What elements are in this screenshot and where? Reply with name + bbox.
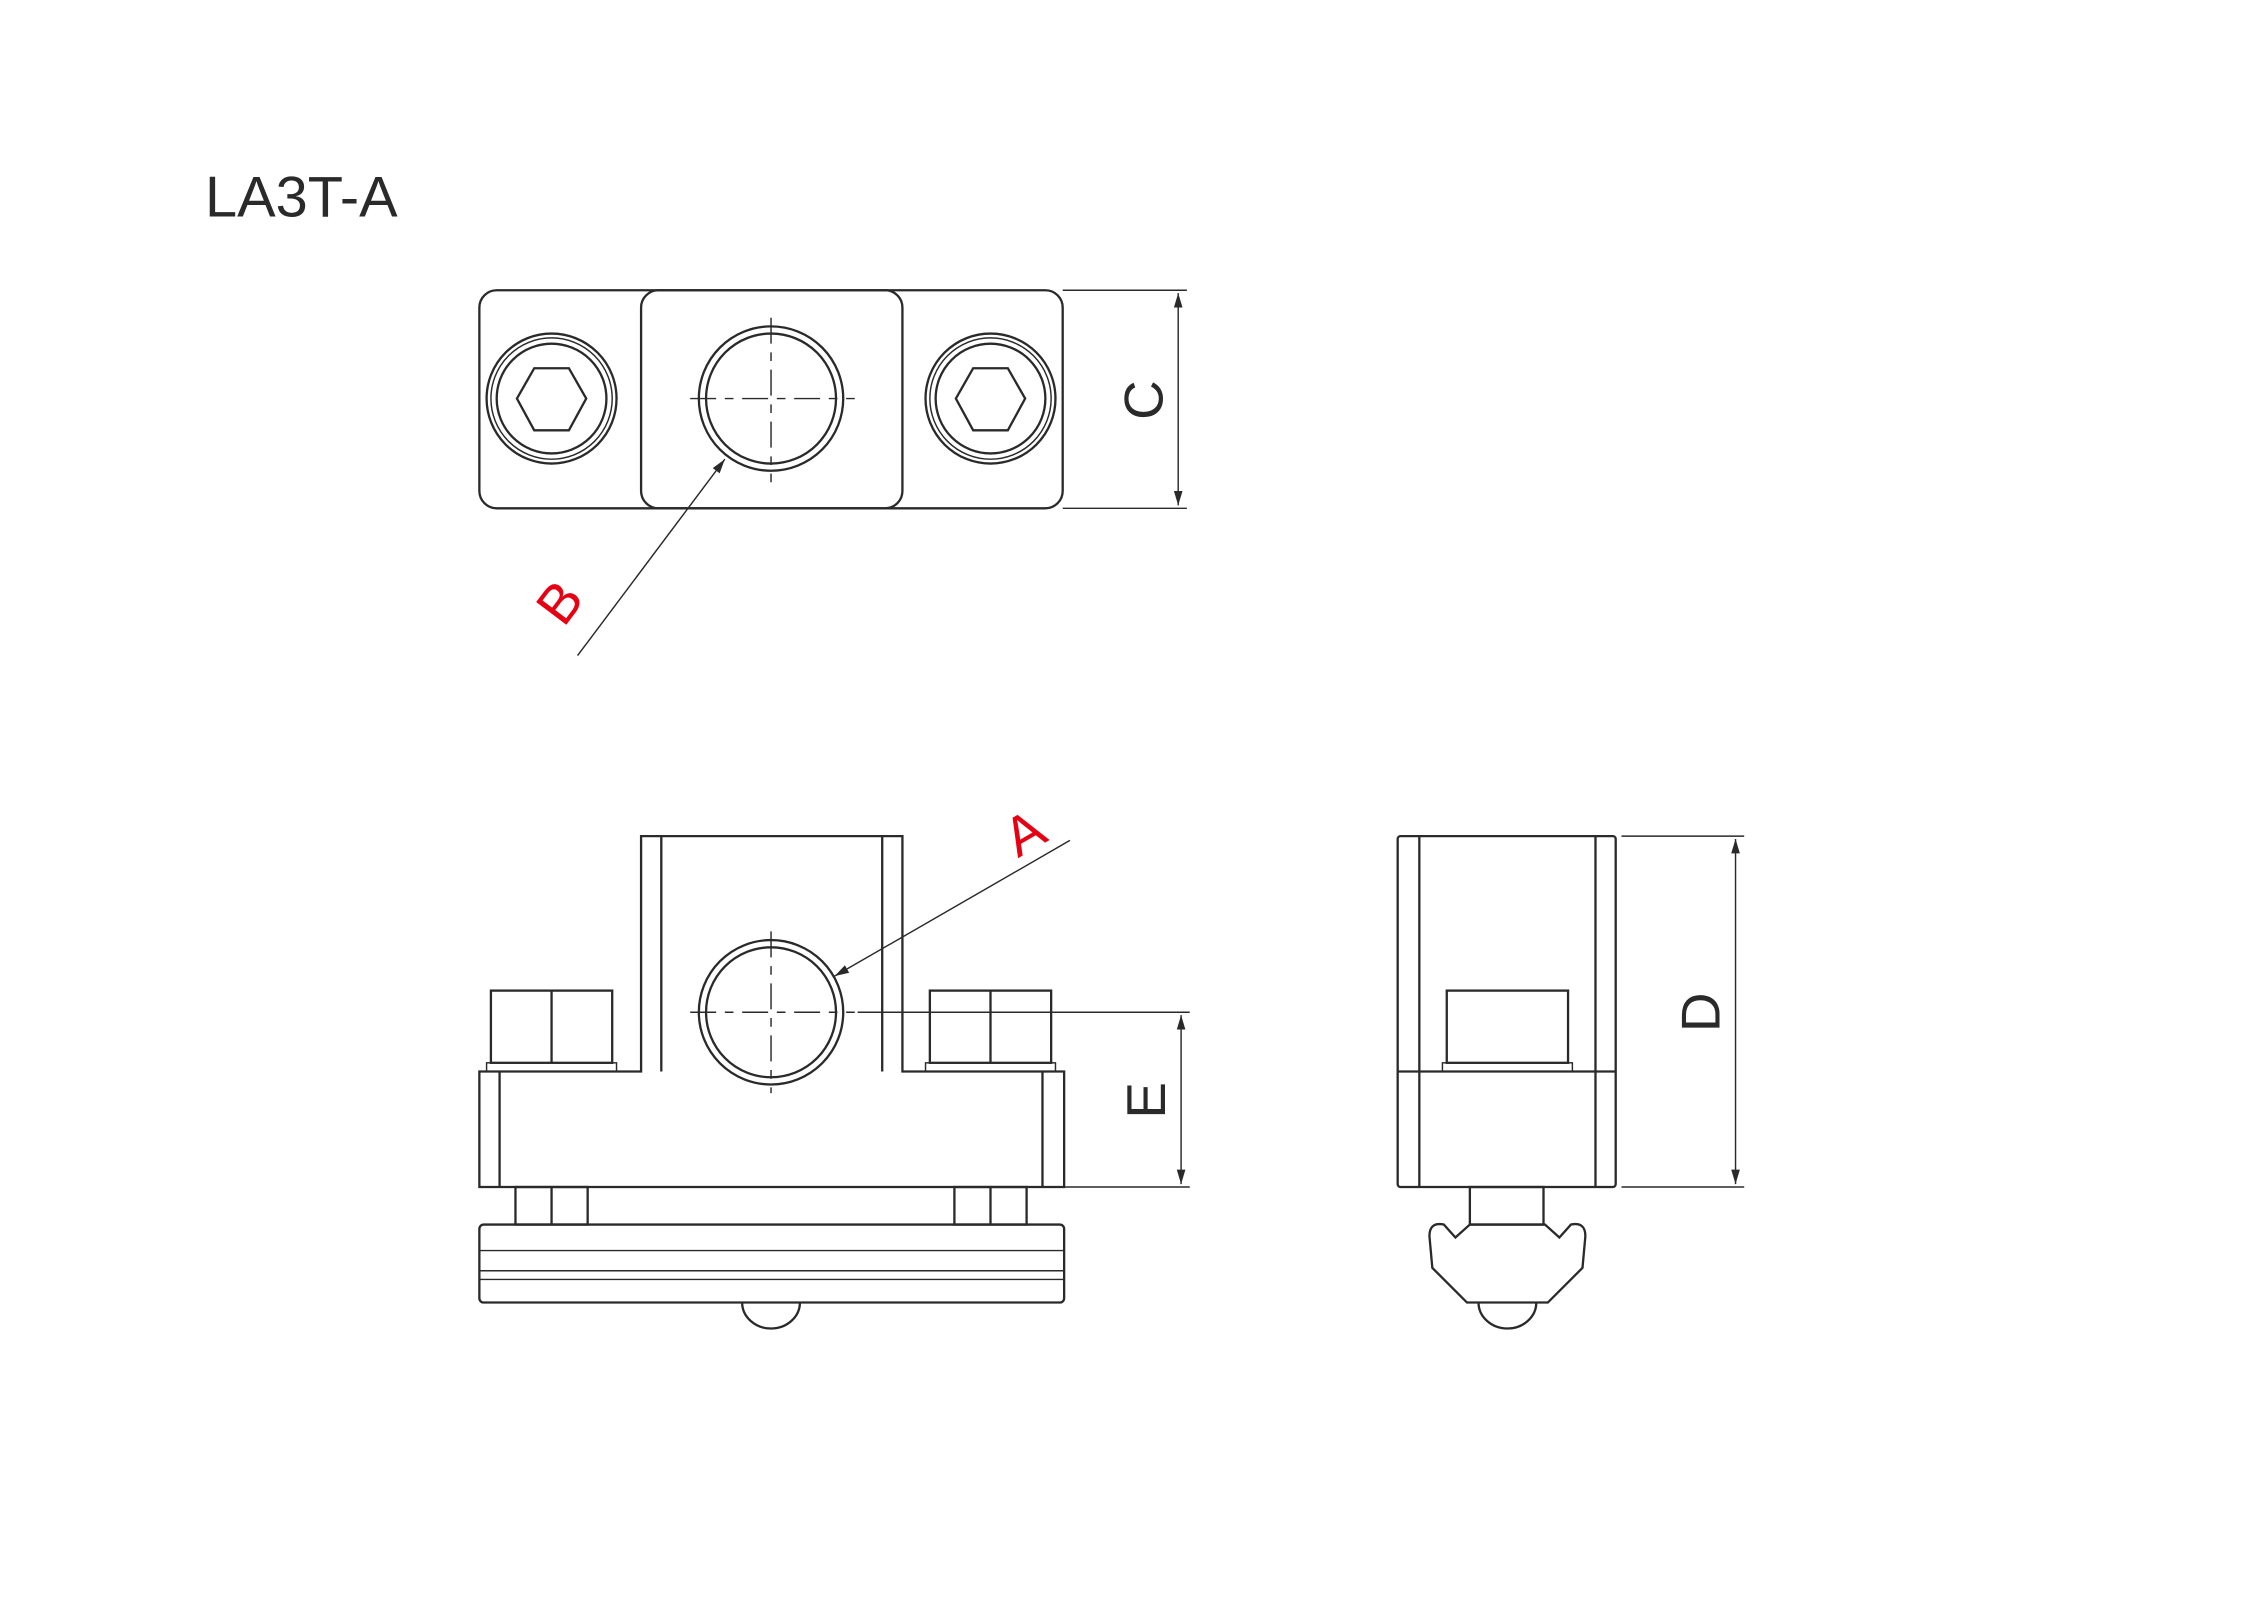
screw-head-left — [485, 332, 618, 465]
dimension-label-d: D — [1670, 992, 1732, 1032]
part-number-title: LA3T-A — [205, 166, 398, 230]
screw-head-right — [924, 332, 1057, 465]
dimension-label-c: C — [1112, 380, 1174, 420]
top-view: C B — [478, 289, 1187, 657]
center-hole-front — [690, 931, 855, 1094]
side-view: D — [1396, 834, 1745, 1330]
center-hole-top — [690, 317, 855, 483]
front-view: E A — [478, 796, 1190, 1330]
callout-b-leader — [576, 458, 726, 657]
callout-label-b: B — [524, 569, 596, 636]
dimension-label-e: E — [1115, 1082, 1177, 1119]
callout-a-leader — [834, 839, 1071, 977]
callout-label-a: A — [993, 796, 1056, 868]
